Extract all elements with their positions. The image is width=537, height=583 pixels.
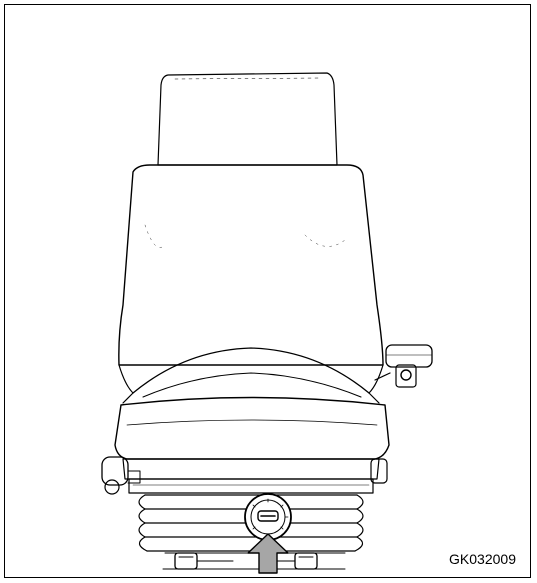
armrest-handle [374,344,433,388]
seat-base-frame [128,478,374,494]
slide-rail-left [101,456,141,495]
seat-illustration [101,72,433,574]
pointer-arrow [247,533,289,574]
backrest [118,164,384,366]
headrest [157,72,338,166]
seat-base-feet [162,552,346,570]
seat-upper-curve [118,347,384,404]
figure-frame: GK032009 [4,4,531,578]
seat-cushion [114,396,390,480]
figure-code: GK032009 [449,551,516,567]
weight-adjustment-knob [244,493,292,541]
slide-rail-right [370,458,388,484]
